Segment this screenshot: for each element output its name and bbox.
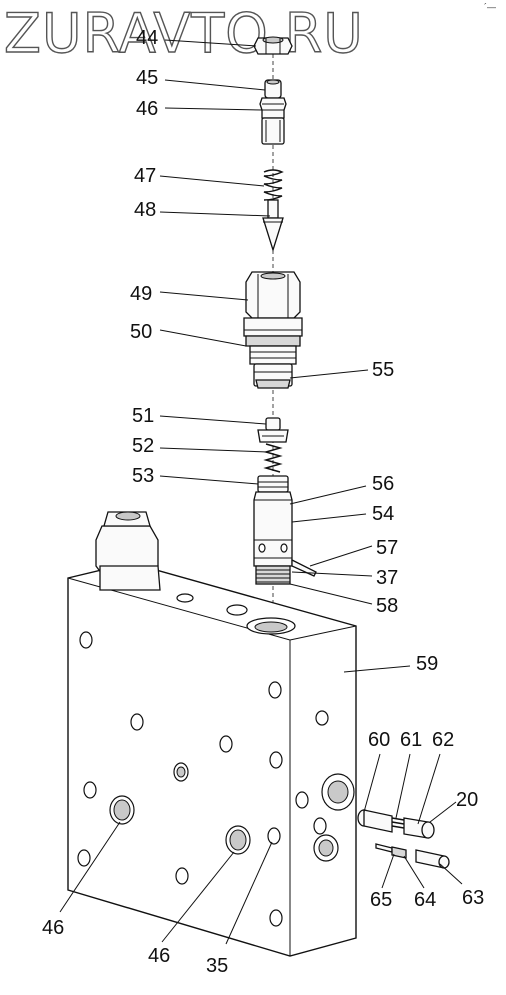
part-48-cone bbox=[262, 217, 284, 253]
label-53: 53 bbox=[132, 465, 154, 487]
part-49-hex-housing bbox=[243, 271, 303, 337]
label-51: 51 bbox=[132, 405, 154, 427]
label-65: 65 bbox=[370, 889, 392, 911]
label-47: 47 bbox=[134, 165, 156, 187]
label-55: 55 bbox=[372, 359, 394, 381]
label-46-left: 46 bbox=[42, 917, 64, 939]
leader-lines bbox=[59, 39, 463, 945]
label-48: 48 bbox=[134, 199, 156, 221]
part-58-thread bbox=[255, 565, 291, 585]
label-59: 59 bbox=[416, 653, 438, 675]
label-50: 50 bbox=[130, 321, 152, 343]
label-49: 49 bbox=[130, 283, 152, 305]
label-46-bottom: 46 bbox=[148, 945, 170, 967]
part-52-spring bbox=[263, 443, 283, 473]
label-35: 35 bbox=[206, 955, 228, 977]
part-60-62-plug bbox=[357, 809, 435, 839]
part-59-manifold-block bbox=[67, 511, 357, 957]
label-44: 44 bbox=[136, 27, 158, 49]
part-63-65-pin bbox=[375, 843, 450, 869]
label-58: 58 bbox=[376, 595, 398, 617]
label-52: 52 bbox=[132, 435, 154, 457]
label-20: 20 bbox=[456, 789, 478, 811]
label-60: 60 bbox=[368, 729, 390, 751]
part-44-nut bbox=[253, 36, 293, 55]
watermark: ZURAVTO.RU bbox=[4, 4, 364, 60]
part-57-pin bbox=[291, 558, 317, 577]
part-45-cap bbox=[264, 79, 282, 99]
label-62: 62 bbox=[432, 729, 454, 751]
label-45: 45 bbox=[136, 67, 158, 89]
label-56: 56 bbox=[372, 473, 394, 495]
part-53-piston bbox=[257, 475, 289, 493]
part-50-collar bbox=[245, 335, 301, 365]
part-51-stem-cap bbox=[257, 417, 289, 443]
watermark-text: ZURAVTO.RU bbox=[4, 4, 364, 60]
label-61: 61 bbox=[400, 729, 422, 751]
label-63: 63 bbox=[462, 887, 484, 909]
label-37: 37 bbox=[376, 567, 398, 589]
part-55-sleeve bbox=[253, 363, 293, 389]
part-labels: 44 45 46 47 48 49 50 55 51 52 53 56 54 5… bbox=[42, 27, 484, 977]
part-54-cartridge bbox=[253, 491, 293, 567]
label-64: 64 bbox=[414, 889, 436, 911]
part-46-plunger bbox=[259, 97, 287, 145]
label-57: 57 bbox=[376, 537, 398, 559]
corner-mark: ´— bbox=[484, 2, 496, 12]
label-46-top: 46 bbox=[136, 98, 158, 120]
label-54: 54 bbox=[372, 503, 394, 525]
